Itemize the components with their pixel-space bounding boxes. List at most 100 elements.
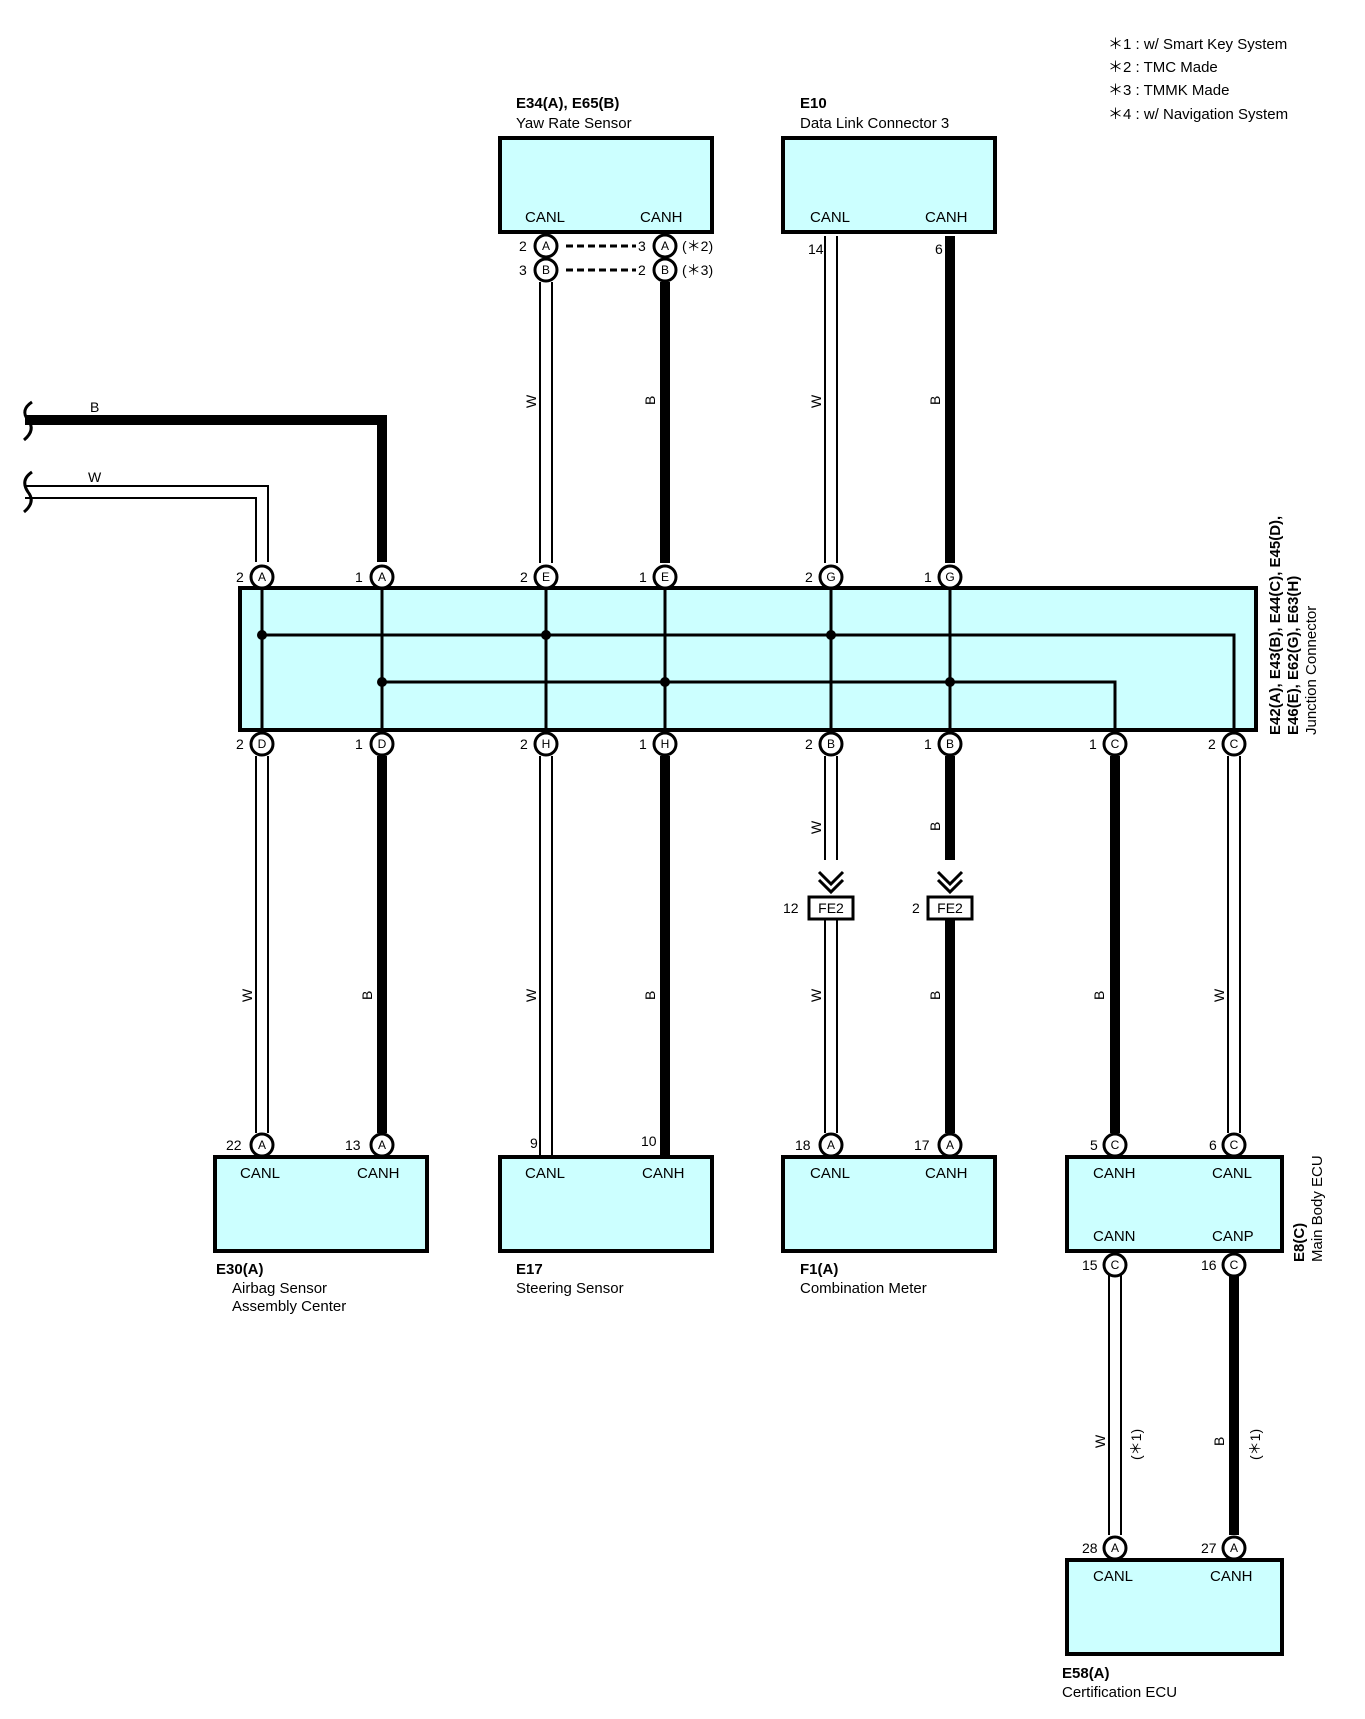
certification-ecu: CANL CANH E58(A) Certification ECU (1062, 1558, 1284, 1701)
wire-color-label: W (808, 820, 824, 834)
pin-num: 9 (530, 1135, 538, 1151)
j-bot-d2: D (249, 731, 275, 757)
svg-text:A: A (1230, 1541, 1238, 1555)
airbag-name-2: Assembly Center (232, 1298, 346, 1315)
svg-text:A: A (258, 1138, 266, 1152)
pin-num: 2 (236, 569, 244, 585)
j-top-a2: A (249, 564, 275, 590)
wire-break-markers (23, 400, 33, 514)
svg-text:B: B (827, 737, 835, 751)
cert-name: Certification ECU (1062, 1684, 1177, 1701)
j-bot-b2: B (818, 731, 844, 757)
j-top-a1: A (369, 564, 395, 590)
j-bot-b1: B (937, 731, 963, 757)
pin-num: 1 (639, 569, 647, 585)
meter-sig-canl: CANL (810, 1165, 850, 1182)
cond-tmmk: (＊3) (682, 262, 713, 278)
main-body-ecu: CANH CANL CANN CANP E8(C) Main Body ECU (1065, 1155, 1326, 1262)
svg-text:D: D (258, 737, 267, 751)
airbag-pin-r: A (369, 1132, 395, 1158)
svg-text:D: D (378, 737, 387, 751)
j-bot-c2: C (1221, 731, 1247, 757)
wire-break-icon (23, 400, 33, 442)
pin-num: 27 (1201, 1540, 1217, 1556)
svg-text:H: H (542, 737, 551, 751)
pin-num: 17 (914, 1137, 930, 1153)
splice-dot (541, 630, 551, 640)
pin-num: 3 (638, 238, 646, 254)
cert-pin-r: A (1221, 1535, 1247, 1561)
airbag-box (213, 1155, 429, 1253)
pin-num: 2 (236, 736, 244, 752)
pin-num: 18 (795, 1137, 811, 1153)
mb-code: E8(C) (1291, 1223, 1308, 1262)
wire-color-label: W (1092, 1434, 1108, 1448)
mb-pin-tl: C (1102, 1132, 1128, 1158)
airbag-code: E30(A) (216, 1261, 264, 1278)
chevron-down-icon (817, 870, 845, 887)
pin-num: 3 (519, 262, 527, 278)
airbag-sig-canl: CANL (240, 1165, 280, 1182)
note-3: ＊3 : TMMK Made (1108, 82, 1229, 99)
wire-color-labels: B W W B W B W B W B W B W B B W W (＊1) B… (88, 394, 1263, 1460)
mb-sig-canl: CANL (1212, 1165, 1252, 1182)
pin-num: 2 (805, 736, 813, 752)
pin-num: 13 (345, 1137, 361, 1153)
mb-sig-cann: CANN (1093, 1228, 1136, 1245)
splice-dot (257, 630, 267, 640)
mb-pin-tr: C (1221, 1132, 1247, 1158)
steer-name: Steering Sensor (516, 1280, 624, 1297)
yaw-sig-canh: CANH (640, 209, 683, 226)
pin-num: 2 (805, 569, 813, 585)
j-top-g1: G (937, 564, 963, 590)
note-1: ＊1 : w/ Smart Key System (1108, 36, 1287, 53)
pin-num: 1 (924, 736, 932, 752)
pin-letter: A (542, 239, 550, 253)
cond-smart-key: (＊1) (1247, 1429, 1263, 1460)
pin-num: 10 (641, 1133, 657, 1149)
j-bot-c1: C (1102, 731, 1128, 757)
dlc-sig-canh: CANH (925, 209, 968, 226)
wire-color-label: B (642, 396, 658, 405)
pin-num: 16 (1201, 1257, 1217, 1273)
svg-text:C: C (1230, 1138, 1239, 1152)
mainbody-box (1065, 1155, 1284, 1253)
mb-pin-bl: C (1102, 1252, 1128, 1278)
cert-code: E58(A) (1062, 1665, 1110, 1682)
pin-num: 15 (1082, 1257, 1098, 1273)
note-2: ＊2 : TMC Made (1108, 59, 1218, 76)
pin-num: 2 (638, 262, 646, 278)
chevron-down-icon (817, 878, 845, 895)
pin-num: 1 (1089, 736, 1097, 752)
fe2-pin-num: 12 (783, 900, 799, 916)
svg-text:E: E (661, 570, 669, 584)
pin-num: 1 (355, 569, 363, 585)
pin-num: 1 (924, 569, 932, 585)
steering-box (498, 1155, 714, 1253)
chevron-down-icon (936, 870, 964, 887)
yaw-sig-canl: CANL (525, 209, 565, 226)
data-link-connector: E10 Data Link Connector 3 CANL CANH (781, 95, 997, 234)
dlc-sig-canl: CANL (810, 209, 850, 226)
meter-sig-canh: CANH (925, 1165, 968, 1182)
steer-code: E17 (516, 1261, 543, 1278)
yaw-pin-b-left: B (533, 257, 559, 283)
airbag-pin-l: A (249, 1132, 275, 1158)
airbag-sensor: CANL CANH E30(A) Airbag Sensor Assembly … (213, 1155, 429, 1315)
j-bot-d1: D (369, 731, 395, 757)
j-top-e1: E (652, 564, 678, 590)
junction-code-line2: E46(E), E62(G), E63(H) (1285, 576, 1302, 735)
airbag-sig-canh: CANH (357, 1165, 400, 1182)
svg-text:E: E (542, 570, 550, 584)
pin-num: 6 (935, 241, 943, 257)
yaw-pin-b-right: B (652, 257, 678, 283)
j-bot-h1: H (652, 731, 678, 757)
steer-sig-canh: CANH (642, 1165, 685, 1182)
fe2-label: FE2 (937, 900, 963, 916)
meter-code: F1(A) (800, 1261, 838, 1278)
yaw-code: E34(A), E65(B) (516, 95, 619, 112)
cert-box (1065, 1558, 1284, 1656)
airbag-name-1: Airbag Sensor (232, 1280, 327, 1297)
wire-color-label: W (523, 394, 539, 408)
